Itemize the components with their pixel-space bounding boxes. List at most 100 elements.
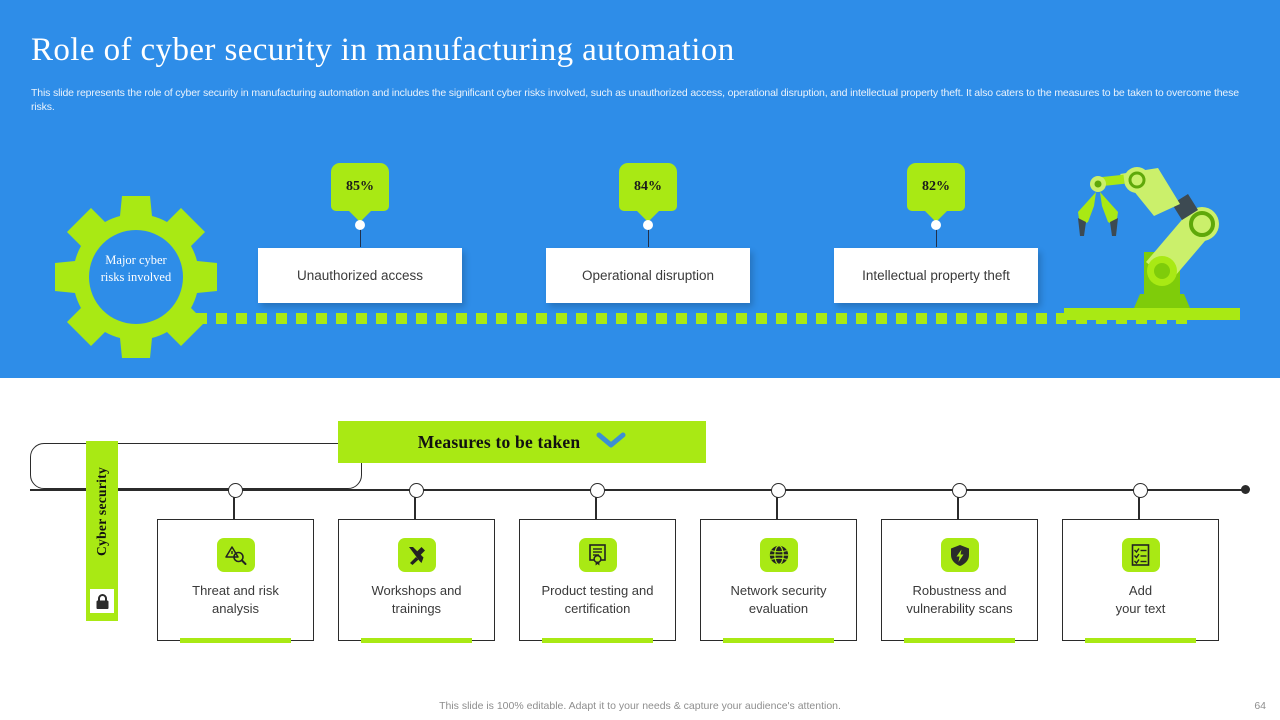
measure-card-add-your-text[interactable]: Add your text xyxy=(1062,519,1219,643)
risk-item-2[interactable]: 84% Operational disruption xyxy=(546,163,750,308)
risk-item-1[interactable]: 85% Unauthorized access xyxy=(258,163,462,308)
risk-card-label: Operational disruption xyxy=(581,268,715,283)
measure-card-label-line2: evaluation xyxy=(748,601,809,616)
dash-segment xyxy=(296,313,307,324)
measure-card-label-line2: your text xyxy=(1115,601,1166,616)
cyber-security-tab-label: Cyber security xyxy=(94,466,109,556)
timeline-node[interactable] xyxy=(589,483,605,498)
dash-segment xyxy=(756,313,767,324)
major-risks-gear: Major cyber risks involved xyxy=(55,196,217,358)
gear-label: Major cyber risks involved xyxy=(55,252,217,286)
chevron-down-icon[interactable] xyxy=(596,432,626,453)
risk-percent-badge: 84% xyxy=(619,163,677,222)
dash-segment xyxy=(896,313,907,324)
risk-card-label: Unauthorized access xyxy=(296,268,424,283)
measure-card-underbar xyxy=(180,638,291,643)
dash-segment xyxy=(996,313,1007,324)
gear-icon xyxy=(55,196,217,358)
timeline-left-bracket xyxy=(30,443,362,489)
certificate-icon xyxy=(578,538,617,572)
dash-segment xyxy=(436,313,447,324)
dash-segment xyxy=(776,313,787,324)
risk-card-label: Intellectual property theft xyxy=(862,268,1010,283)
timeline-end-dot xyxy=(1241,485,1250,494)
dash-segment xyxy=(1036,313,1047,324)
page-title: Role of cyber security in manufacturing … xyxy=(31,32,735,68)
timeline-node[interactable] xyxy=(408,483,424,498)
risk-percent-value: 84% xyxy=(634,179,662,194)
measure-card-threat-and-risk-analysis[interactable]: Threat and risk analysis xyxy=(157,519,314,643)
dash-segment xyxy=(336,313,347,324)
tools-icon xyxy=(397,538,436,572)
dash-segment xyxy=(916,313,927,324)
measure-card-label: Threat and risk analysis xyxy=(164,582,307,618)
dash-segment xyxy=(1056,313,1067,324)
dash-segment xyxy=(456,313,467,324)
timeline-drop-line xyxy=(414,494,416,520)
measure-card-robustness-and-vulnerability-scans[interactable]: Robustness and vulnerability scans xyxy=(881,519,1038,643)
risk-card[interactable]: Operational disruption xyxy=(546,248,750,303)
badge-stem xyxy=(647,225,649,247)
dash-segment xyxy=(576,313,587,324)
dash-segment xyxy=(256,313,267,324)
measure-card-label: Product testing and certification xyxy=(526,582,669,618)
dash-segment xyxy=(1016,313,1027,324)
dash-segment xyxy=(956,313,967,324)
timeline-drop-line xyxy=(595,494,597,520)
measure-card-label-line2: vulnerability scans xyxy=(906,601,1013,616)
measure-card-product-testing-and-certification[interactable]: Product testing and certification xyxy=(519,519,676,643)
measure-card-label: Robustness and vulnerability scans xyxy=(888,582,1031,618)
dash-segment xyxy=(396,313,407,324)
dash-segment xyxy=(676,313,687,324)
footer-note: This slide is 100% editable. Adapt it to… xyxy=(439,700,841,712)
dash-segment xyxy=(416,313,427,324)
measure-card-network-security-evaluation[interactable]: Network security evaluation xyxy=(700,519,857,643)
measure-card-label-line1: Add xyxy=(1128,583,1153,598)
lock-icon xyxy=(90,589,114,613)
risk-item-3[interactable]: 82% Intellectual property theft xyxy=(834,163,1038,308)
timeline-node[interactable] xyxy=(951,483,967,498)
risk-card[interactable]: Unauthorized access xyxy=(258,248,462,303)
timeline-node[interactable] xyxy=(227,483,243,498)
measure-card-label: Network security evaluation xyxy=(707,582,850,618)
dash-segment xyxy=(656,313,667,324)
measure-card-label-line1: Threat and risk xyxy=(192,583,279,598)
measure-card-underbar xyxy=(723,638,834,643)
risk-percent-badge: 85% xyxy=(331,163,389,222)
measure-card-label-line1: Robustness and xyxy=(912,583,1007,598)
measures-banner[interactable]: Measures to be taken xyxy=(338,421,706,463)
timeline-node[interactable] xyxy=(770,483,786,498)
badge-stem xyxy=(359,225,361,247)
risk-card[interactable]: Intellectual property theft xyxy=(834,248,1038,303)
dash-segment xyxy=(856,313,867,324)
measure-card-label-line2: certification xyxy=(564,601,631,616)
dash-segment xyxy=(636,313,647,324)
dash-segment xyxy=(616,313,627,324)
globe-network-icon xyxy=(759,538,798,572)
measures-banner-label: Measures to be taken xyxy=(417,431,581,452)
timeline-drop-line xyxy=(776,494,778,520)
badge-pin-dot xyxy=(931,220,941,230)
dash-segment xyxy=(596,313,607,324)
badge-stem xyxy=(935,225,937,247)
risk-percent-badge: 82% xyxy=(907,163,965,222)
dashed-connector-track xyxy=(196,313,1196,324)
measure-card-underbar xyxy=(1085,638,1196,643)
badge-pin-dot xyxy=(355,220,365,230)
gear-label-line2: risks involved xyxy=(100,270,172,284)
dash-segment xyxy=(216,313,227,324)
page-number: 64 xyxy=(1254,700,1266,712)
dash-segment xyxy=(936,313,947,324)
timeline-node[interactable] xyxy=(1132,483,1148,498)
cyber-security-tab[interactable]: Cyber security xyxy=(86,441,118,621)
badge-pin-dot xyxy=(643,220,653,230)
dash-segment xyxy=(556,313,567,324)
hero-panel: Role of cyber security in manufacturing … xyxy=(0,0,1280,378)
measure-card-workshops-and-trainings[interactable]: Workshops and trainings xyxy=(338,519,495,643)
timeline-drop-line xyxy=(957,494,959,520)
dash-segment xyxy=(796,313,807,324)
slide-description: This slide represents the role of cyber … xyxy=(31,87,1239,113)
dash-segment xyxy=(696,313,707,324)
risk-percent-value: 85% xyxy=(346,179,374,194)
dash-segment xyxy=(716,313,727,324)
